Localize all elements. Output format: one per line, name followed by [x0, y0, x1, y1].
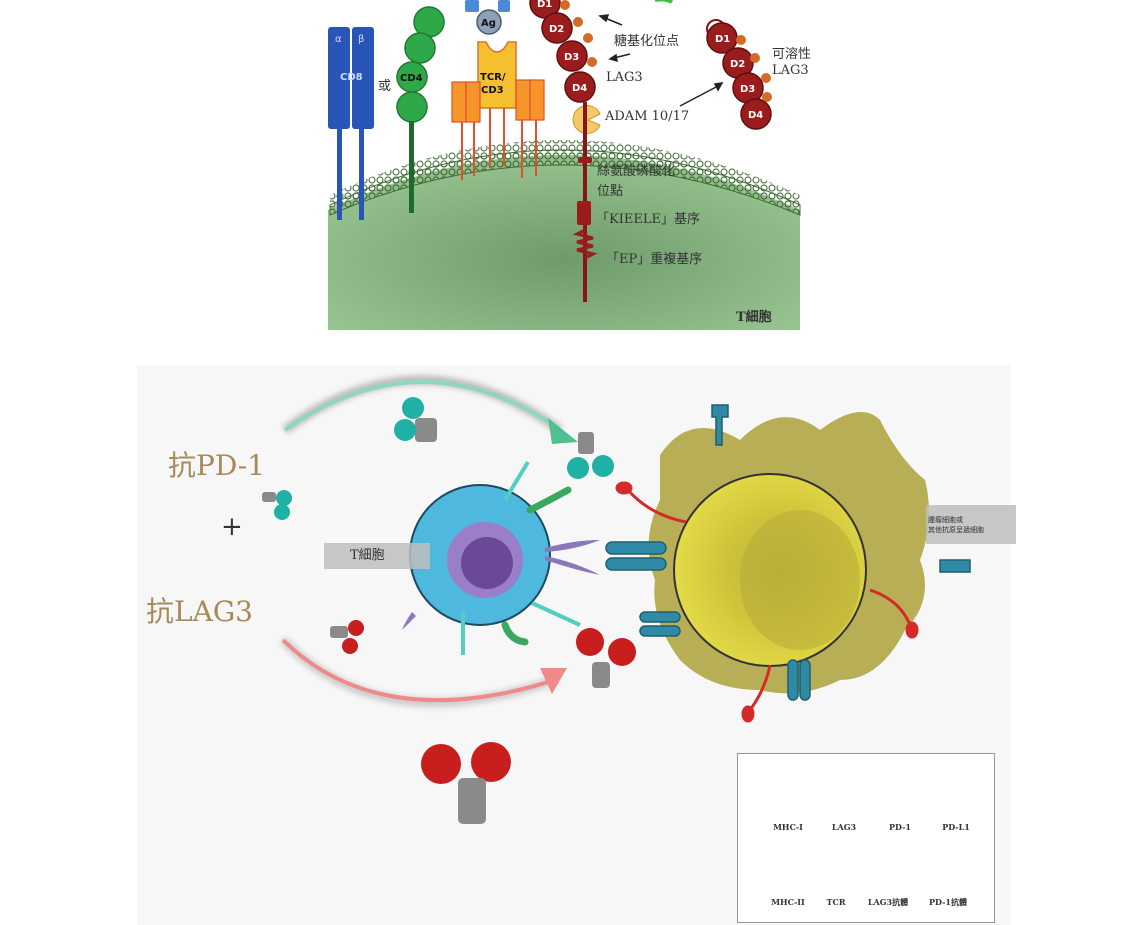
annotation-arrows [598, 14, 724, 107]
legend-item-mhc-i: MHC-I [773, 822, 803, 832]
lag3-antibody-2 [576, 628, 636, 688]
t-cell-cytoplasm [328, 155, 800, 330]
anti-lag3-label: 抗LAG3 [146, 595, 253, 628]
lag3-antibody-3 [421, 742, 511, 824]
lag3-d1: D1 [537, 0, 552, 10]
cd8-beta: β [358, 34, 364, 45]
legend-item-lag3: LAG3 [831, 822, 857, 832]
cd8-molecule [328, 27, 374, 220]
or-label: 或 [378, 79, 392, 94]
kieele-label: 「KIEELE」基序 [596, 212, 700, 227]
lag3-d4: D4 [572, 83, 587, 94]
legend-item-pdl1: PD-L1 [942, 822, 970, 832]
anti-pd1-label: 抗PD-1 [168, 449, 266, 482]
lag3-arrow [279, 636, 567, 707]
tumor-cell-label-1: 腫瘤細胞或 [928, 516, 963, 524]
legend-item-pd1-antibody: PD-1抗體 [929, 897, 967, 907]
tumor-cell-label-2: 其他抗原呈遞細胞 [928, 526, 984, 534]
lag3-antibody-1 [330, 620, 364, 654]
tumor-cell-label-box: 腫瘤細胞或 其他抗原呈遞細胞 [926, 505, 1016, 544]
legend-item-pd1: PD-1 [889, 822, 911, 832]
antigen-mhc [465, 0, 510, 35]
pd1-receptors [501, 486, 572, 646]
t-cell-label-top: T細胞 [736, 310, 772, 325]
pd1-antibody-2 [567, 432, 614, 479]
lag3-receptors [461, 460, 581, 655]
pd1-antibody-1 [394, 397, 437, 442]
pd1-arrow [282, 375, 578, 444]
antigen-label: Ag [481, 18, 496, 29]
legend-item-tcr: TCR [826, 897, 846, 907]
soluble-d4: D4 [748, 110, 763, 121]
cd4-label: CD4 [400, 73, 423, 84]
pd1-arrowhead [548, 418, 578, 444]
lag3-structure-diagram: α β CD8 CD4 Ag TCR/ CD3 D1 D2 D3 D4 D1 D… [328, 0, 801, 330]
soluble-d3: D3 [740, 84, 755, 95]
t-cell-label-box: T細胞 [324, 543, 430, 569]
serine-label-1: 絲氨酸磷酸化 [597, 164, 676, 179]
legend-item-mhc-ii: MHC-II [771, 897, 805, 907]
lag3-molecule [529, 0, 601, 302]
t-cell-nucleus [461, 537, 513, 589]
pd1-antibody-3 [262, 490, 292, 520]
legend: MHC-I LAG3 PD-1 PD-L1 MHC-II TCR LAG3抗體 … [737, 753, 995, 923]
tcr-receptors [402, 540, 600, 630]
mhc-ii-receptors [605, 541, 811, 701]
lag3-arrowhead [540, 668, 567, 694]
adam-label: ADAM 10/17 [605, 109, 690, 124]
glycosylation-label: 糖基化位点 [614, 34, 680, 49]
t-cell-label: T細胞 [350, 548, 385, 563]
serine-label-2: 位點 [597, 184, 624, 199]
soluble-lag3-molecule [706, 19, 772, 130]
lag3-structure-panel: α β CD8 CD4 Ag TCR/ CD3 D1 D2 D3 D4 D1 D… [0, 0, 1147, 335]
lag3-label: LAG3 [606, 70, 643, 85]
pd1-fragment [655, 0, 673, 4]
legend-item-lag3-antibody: LAG3抗體 [867, 897, 909, 907]
cd4-molecule [396, 6, 445, 213]
soluble-lag3-label-2: LAG3 [772, 63, 809, 78]
lag3-d3: D3 [564, 52, 579, 63]
cd8-label: CD8 [340, 72, 363, 83]
tcr-label-1: TCR/ [480, 72, 506, 83]
tcr-label-2: CD3 [481, 85, 504, 96]
soluble-d1: D1 [715, 34, 730, 45]
ep-repeat-label: 「EP」重複基序 [606, 252, 703, 267]
cd8-alpha: α [335, 34, 342, 45]
pd-l1-receptors [615, 481, 919, 723]
lag3-d2: D2 [549, 24, 564, 35]
soluble-lag3-label-1: 可溶性 [772, 47, 812, 62]
plus-sign: + [221, 512, 243, 542]
soluble-d2: D2 [730, 59, 745, 70]
mhc-i-receptors [711, 404, 971, 573]
tcr-cd3-complex [451, 41, 545, 180]
